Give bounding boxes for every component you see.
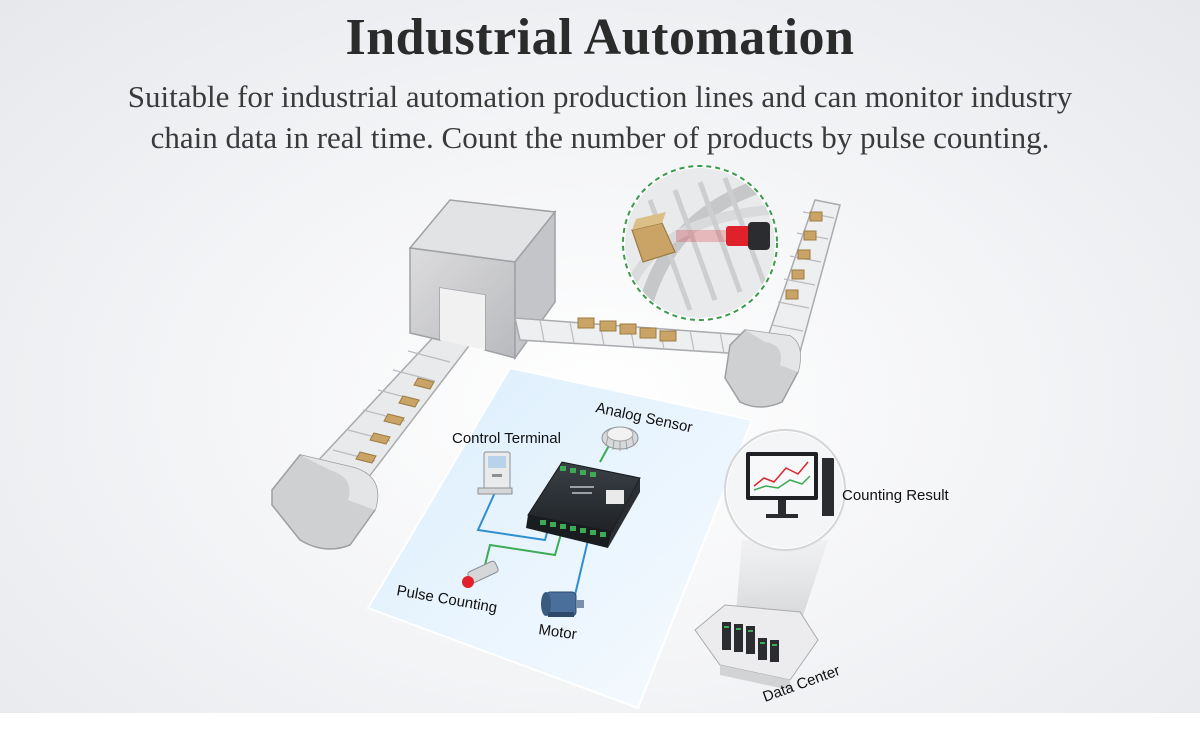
monitor-screen [750, 456, 814, 496]
subtitle-line-1: Suitable for industrial automation produ… [127, 79, 1073, 114]
page-title: Industrial Automation [345, 9, 855, 66]
pulse-counting-sensor-device [462, 560, 499, 588]
conveyor-end-cap-left [271, 454, 379, 550]
bottom-strip [0, 713, 1200, 729]
subtitle-line-2: chain data in real time. Count the numbe… [150, 120, 1050, 155]
sensor-zoom-bubble [622, 165, 778, 321]
data-center-server-box [694, 604, 819, 690]
controller-qr-label [606, 490, 624, 504]
product-boxes-right [785, 211, 823, 300]
label-control-terminal: Control Terminal [452, 430, 561, 447]
analog-sensor-device [601, 426, 639, 451]
data-center-spotlight [735, 540, 828, 625]
io-controller-module [526, 461, 641, 548]
conveyor-belt-middle [514, 317, 762, 356]
product-boxes-middle [577, 317, 677, 342]
sensor-laser-beam [676, 230, 726, 242]
product-boxes-left [355, 377, 435, 464]
page-subtitle: Suitable for industrial automation produ… [40, 76, 1160, 158]
counting-result-monitor-bubble [724, 429, 846, 551]
motor-device [541, 591, 584, 617]
pc-tower [822, 458, 834, 516]
control-terminal-device [477, 451, 513, 495]
label-counting-result: Counting Result [842, 487, 950, 504]
label-motor: Motor [537, 621, 577, 643]
conveyor-corner-block [724, 329, 801, 408]
